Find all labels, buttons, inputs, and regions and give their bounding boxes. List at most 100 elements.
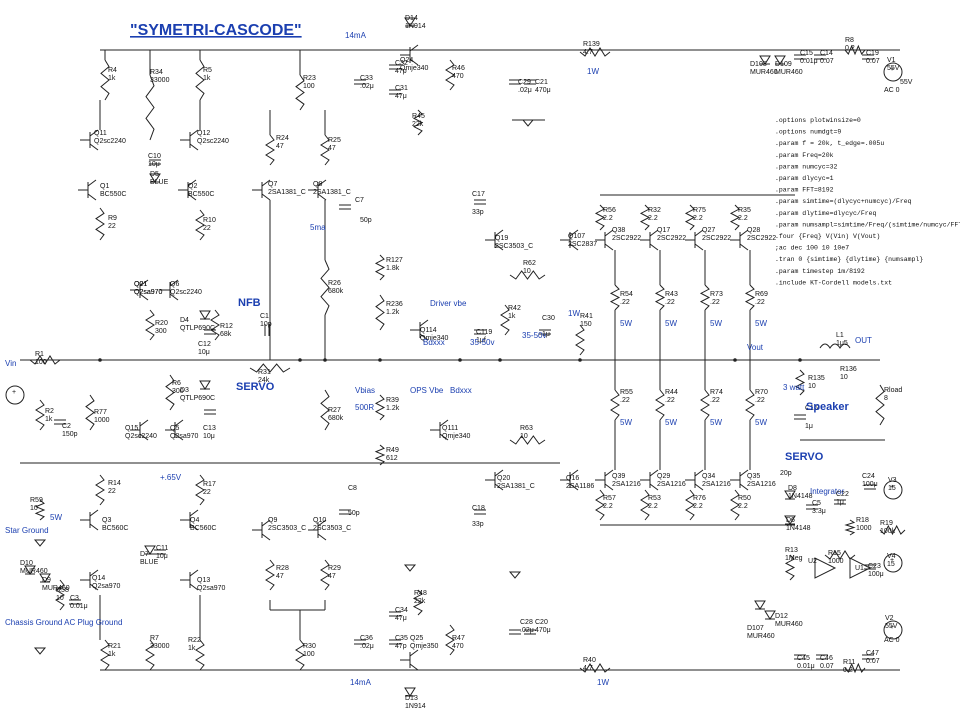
component-ref: R8 [845, 37, 854, 44]
component-value: BC550C [188, 191, 214, 198]
diode-symbol [759, 55, 771, 65]
resistor-symbol [210, 309, 220, 341]
component-ref: C5 [812, 500, 821, 507]
resistor-symbol [699, 284, 711, 311]
diode-symbol [199, 380, 211, 390]
component-value: 0.2 [843, 667, 853, 674]
component-value: 470 [452, 643, 464, 650]
bdxxx-label: Bdxxx [450, 386, 472, 395]
component-ref: V1 [887, 57, 896, 64]
component-value: 10μ [203, 433, 215, 440]
diode-symbol [764, 610, 776, 620]
component-ref: C119 [476, 329, 492, 336]
component-value: 680k [328, 288, 344, 295]
component-value: 2.2 [603, 215, 613, 222]
component-ref: C29 [518, 79, 531, 86]
component-value: 470 [452, 73, 464, 80]
component-value: QTLP690C [180, 395, 215, 402]
component-value: 3.3μ [812, 508, 826, 515]
component-value: 150 [580, 321, 592, 328]
resistor-symbol [794, 369, 806, 396]
resistor-symbol [609, 284, 621, 311]
component-value: 2SA1216 [612, 481, 641, 488]
current-label: 5ma [310, 223, 326, 232]
component-value: 470μ [535, 627, 551, 634]
component-ref: C2 [62, 423, 71, 430]
resistor-symbol [374, 444, 386, 466]
component-value: 20p [780, 470, 792, 477]
component-value: 100 [303, 651, 315, 658]
component-ref: D7 [140, 551, 149, 558]
component-value: 2.2 [648, 215, 658, 222]
resistor-symbol [265, 134, 275, 166]
component-value: 1.8k [386, 265, 400, 272]
component-ref: C21 [535, 79, 548, 86]
component-ref: R236 [386, 301, 403, 308]
component-ref: Q29 [657, 473, 670, 480]
resistor-symbol [879, 524, 906, 536]
resistor-symbol [730, 489, 740, 521]
component-value: 33p [472, 209, 484, 216]
svg-text:+: + [890, 557, 894, 564]
component-value: 300 [172, 388, 184, 395]
component-value: .22 [710, 397, 720, 404]
component-value: 10 [56, 595, 64, 602]
spice-directive: .param numcyc=32 [775, 163, 838, 170]
component-ref: Q17 [657, 227, 670, 234]
component-value: 55V [887, 65, 900, 72]
component-value: 2SA1186 [566, 483, 594, 490]
servo-label: SERVO [236, 381, 275, 393]
component-ref: R46 [452, 65, 465, 72]
component-value: 1.2k [386, 309, 400, 316]
component-ref: R24 [276, 135, 289, 142]
spice-directive: .four {Freq} V(Vin) V(Vout) [775, 233, 880, 240]
resistor-symbol [844, 662, 866, 674]
component-value: Qmje340 [420, 335, 449, 342]
component-value: 33p [472, 521, 484, 528]
component-value: 2.2 [693, 215, 703, 222]
component-ref: V4 [887, 553, 896, 560]
component-ref: D107 [747, 625, 764, 632]
component-ref: R49 [386, 447, 399, 454]
component-ref: R6 [172, 380, 181, 387]
component-ref: C36 [360, 635, 373, 642]
resistor-symbol [374, 254, 386, 281]
component-ref: R1 [35, 351, 44, 358]
component-ref: Q39 [612, 473, 625, 480]
component-value: BLUE [140, 559, 159, 566]
power-label: 5W [755, 418, 767, 427]
component-value: 0.01μ [70, 603, 88, 610]
component-value: Q2sc2240 [94, 138, 126, 145]
component-value: 4.7 [583, 49, 593, 56]
component-ref: Q11 [94, 130, 107, 137]
component-ref: Q21 [134, 281, 147, 288]
component-value: 680k [328, 415, 344, 422]
component-ref: AC 0 [884, 87, 900, 94]
spice-directive: .param FFT=8192 [775, 187, 834, 194]
component-ref: R20 [155, 320, 168, 327]
component-value: 1N914 [405, 703, 426, 710]
component-ref: Q111 [442, 425, 458, 432]
component-value: Qmje340 [442, 433, 471, 440]
ground-symbol [33, 539, 47, 547]
component-ref: R7 [150, 635, 159, 642]
resistor-symbol [784, 554, 796, 581]
component-ref: R30 [303, 643, 316, 650]
resistor-symbol [145, 74, 155, 141]
component-ref: AC 0 [884, 637, 900, 644]
component-ref: R73 [710, 291, 723, 298]
component-value: 10 [30, 505, 38, 512]
component-value: Q2sa970 [197, 585, 226, 592]
resistor-symbol [195, 474, 205, 506]
voltage-source-symbol [883, 620, 903, 640]
component-value: .22 [710, 299, 720, 306]
component-ref: D13 [405, 695, 418, 702]
component-value: 1k [108, 75, 116, 82]
component-ref: D14 [405, 15, 418, 22]
component-value: 612 [386, 455, 398, 462]
component-value: 2SA1216 [702, 481, 731, 488]
resistor-symbol [375, 294, 385, 331]
component-ref: Q13 [197, 577, 210, 584]
component-ref: R44 [665, 389, 678, 396]
component-value: 50p [348, 510, 360, 517]
